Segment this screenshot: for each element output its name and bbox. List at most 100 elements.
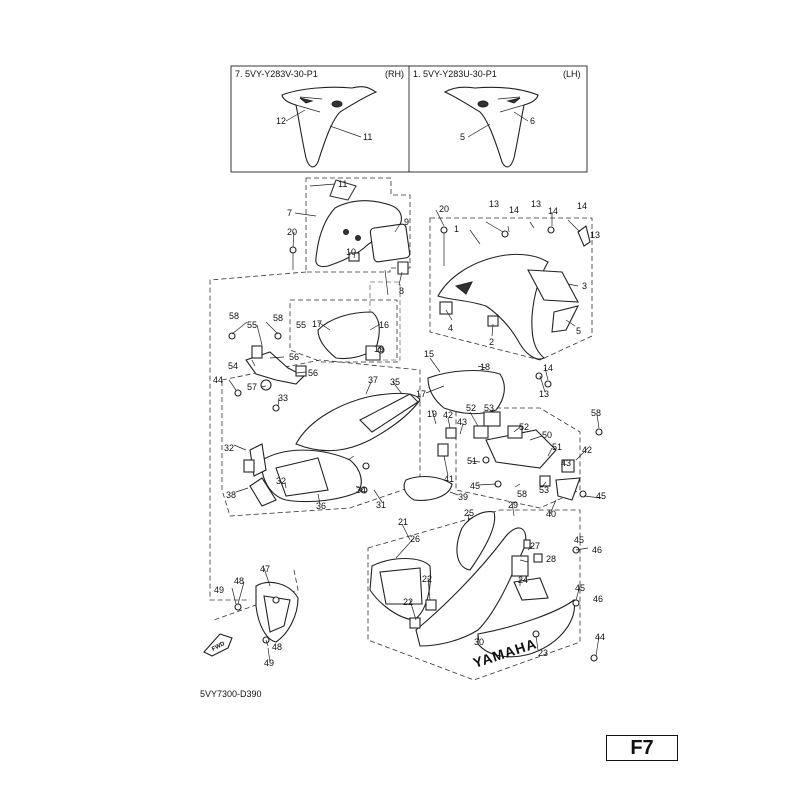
callout-49: 49 — [214, 585, 224, 595]
callout-9: 9 — [404, 217, 409, 227]
callout-56: 56 — [289, 352, 299, 362]
callout-46: 46 — [593, 594, 603, 604]
callout-42: 42 — [443, 410, 453, 420]
callout-27: 27 — [530, 541, 540, 551]
callout-53: 53 — [484, 403, 494, 413]
variant-box: 7. 5VY-Y283V-30-P1 (RH) 1. 5VY-Y283U-30-… — [230, 65, 588, 173]
callout-52: 52 — [519, 422, 529, 432]
left-lower-cowling — [243, 392, 453, 507]
callout-52: 52 — [466, 403, 476, 413]
callout-20: 20 — [439, 204, 449, 214]
callout-49: 49 — [264, 658, 274, 668]
callout-10: 10 — [346, 247, 356, 257]
callout-58: 58 — [591, 408, 601, 418]
rh-cowling-drawing — [281, 86, 378, 168]
callout-19: 19 — [427, 409, 437, 419]
callout-6: 6 — [530, 116, 535, 126]
callout-32: 32 — [224, 443, 234, 453]
variant-rh-side: (RH) — [385, 69, 404, 79]
callout-32: 32 — [276, 476, 286, 486]
callout-13: 13 — [489, 199, 499, 209]
callout-57: 57 — [247, 382, 257, 392]
callout-5: 5 — [460, 132, 465, 142]
callout-41: 41 — [444, 474, 454, 484]
callout-29: 29 — [508, 500, 518, 510]
callout-14: 14 — [577, 201, 587, 211]
callout-51: 51 — [467, 456, 477, 466]
callout-33: 33 — [278, 393, 288, 403]
callout-18: 18 — [480, 362, 490, 372]
callout-58: 58 — [229, 311, 239, 321]
callout-46: 46 — [592, 545, 602, 555]
leader-lines — [228, 183, 602, 663]
callout-55: 55 — [296, 320, 306, 330]
callout-36: 36 — [316, 501, 326, 511]
callout-16: 16 — [379, 320, 389, 330]
callout-14: 14 — [543, 363, 553, 373]
callout-25: 25 — [464, 508, 474, 518]
callout-17: 17 — [416, 389, 426, 399]
callout-45: 45 — [470, 481, 480, 491]
callout-5: 5 — [576, 326, 581, 336]
callout-8: 8 — [399, 286, 404, 296]
callout-31: 31 — [376, 500, 386, 510]
callout-44: 44 — [213, 375, 223, 385]
callout-58: 58 — [273, 313, 283, 323]
callout-12: 12 — [276, 116, 286, 126]
lh-upper-cowling — [437, 225, 591, 360]
variant-rh-label: 7. 5VY-Y283V-30-P1 — [235, 69, 318, 79]
callout-54: 54 — [228, 361, 238, 371]
callout-11: 11 — [338, 179, 347, 189]
callout-55: 55 — [247, 320, 257, 330]
callout-48: 48 — [272, 642, 282, 652]
lh-cowling-drawing — [443, 86, 539, 168]
callout-21: 21 — [398, 517, 408, 527]
callout-53: 53 — [539, 485, 549, 495]
callout-19: 19 — [374, 344, 384, 354]
variant-lh-label: 1. 5VY-Y283U-30-P1 — [413, 69, 497, 79]
callout-23: 23 — [538, 648, 548, 658]
callout-14: 14 — [548, 206, 558, 216]
callout-45: 45 — [575, 583, 585, 593]
rh-upper-cowling — [289, 179, 411, 296]
callout-45: 45 — [574, 535, 584, 545]
callout-22: 22 — [403, 597, 413, 607]
callout-58: 58 — [517, 489, 527, 499]
callout-13: 13 — [590, 230, 600, 240]
callout-42: 42 — [582, 445, 592, 455]
callout-3: 3 — [582, 281, 587, 291]
callout-50: 50 — [542, 430, 552, 440]
callout-43: 43 — [457, 417, 467, 427]
callout-44: 44 — [595, 632, 605, 642]
callout-15: 15 — [424, 349, 434, 359]
callout-4: 4 — [448, 323, 453, 333]
callout-20: 20 — [287, 227, 297, 237]
callout-17: 17 — [312, 319, 322, 329]
callout-24: 24 — [518, 575, 528, 585]
callout-11: 11 — [363, 132, 372, 142]
callout-48: 48 — [234, 576, 244, 586]
callout-43: 43 — [561, 458, 571, 468]
page-label-badge: F7 — [606, 735, 678, 761]
callout-7: 7 — [287, 208, 292, 218]
callout-38: 38 — [226, 490, 236, 500]
callout-labels: 11 7 9 20 10 8 20 1 13 14 13 14 14 13 3 … — [213, 179, 606, 668]
callout-22: 22 — [422, 574, 432, 584]
inner-panel-group — [228, 311, 385, 412]
callout-2: 2 — [489, 337, 494, 347]
callout-45: 45 — [596, 491, 606, 501]
bottom-left-panel: FWD — [203, 581, 299, 657]
callout-35: 35 — [390, 377, 400, 387]
callout-13: 13 — [531, 199, 541, 209]
callout-26: 26 — [410, 534, 420, 544]
callout-13: 13 — [539, 389, 549, 399]
variant-lh-side: (LH) — [563, 69, 581, 79]
callout-51: 51 — [552, 442, 562, 452]
callout-47: 47 — [260, 564, 270, 574]
callout-1: 1 — [454, 224, 459, 234]
callout-37: 37 — [368, 375, 378, 385]
callout-39: 39 — [458, 492, 468, 502]
callout-56: 56 — [308, 368, 318, 378]
callout-40: 40 — [546, 509, 556, 519]
